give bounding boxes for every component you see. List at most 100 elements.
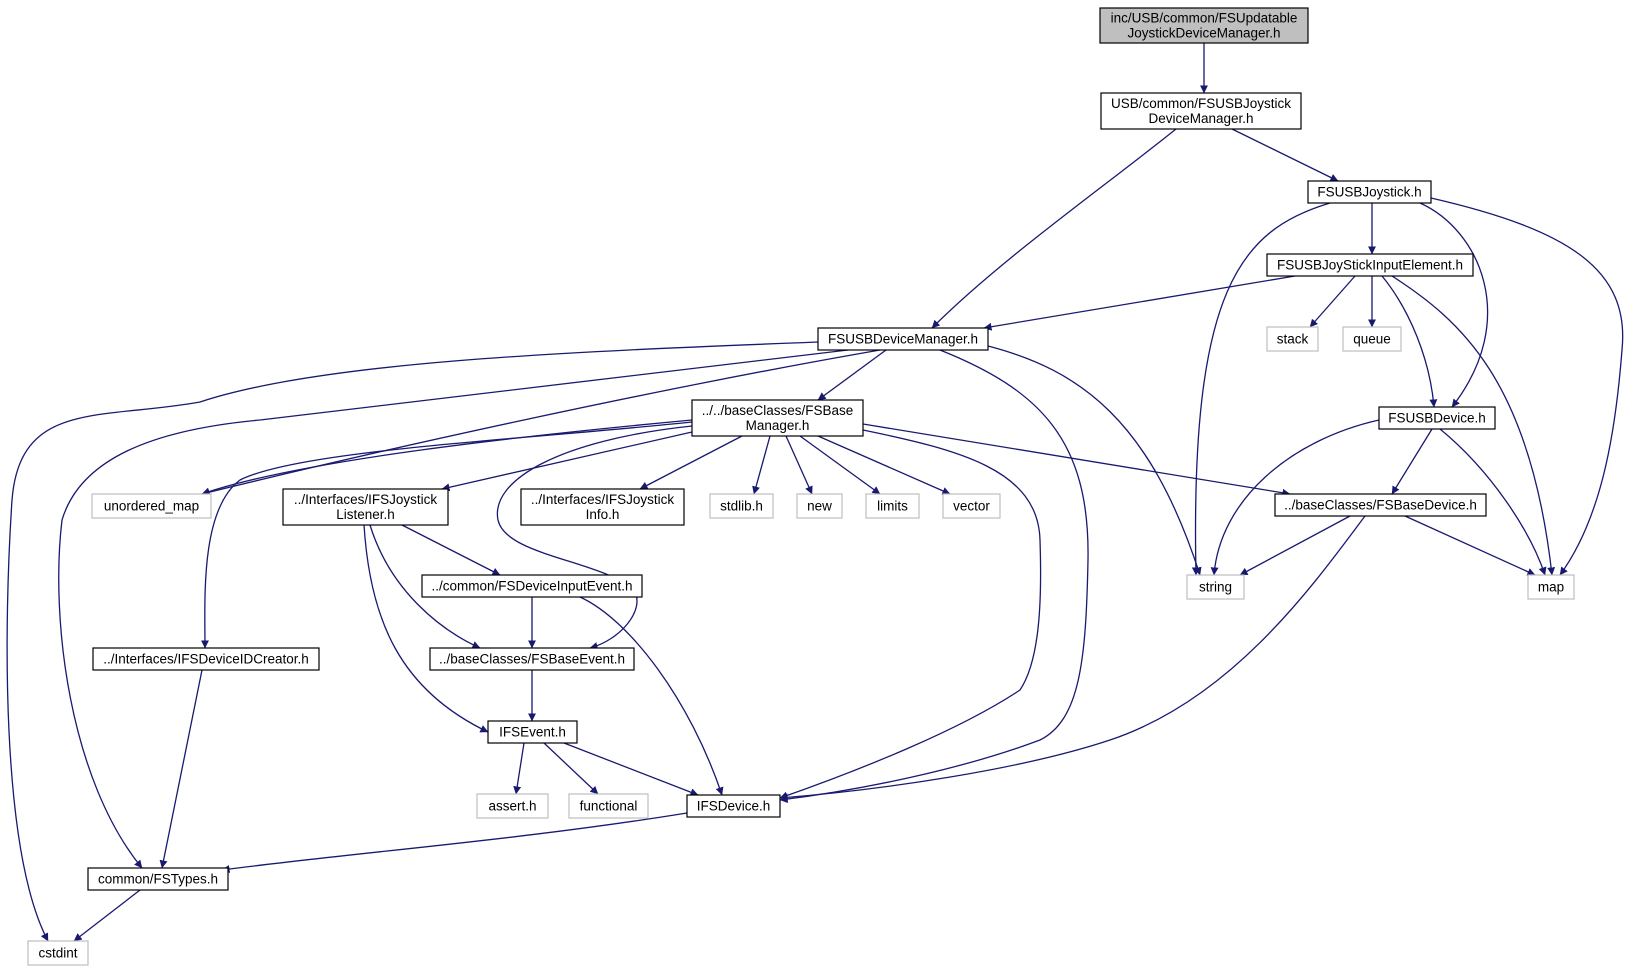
node-umap: unordered_map: [91, 493, 212, 519]
node-label-stdlib: stdlib.h: [720, 499, 763, 514]
node-label-iji-line-1: ../Interfaces/IFSJoystick: [531, 492, 675, 507]
node-box-fstypes: [87, 867, 229, 891]
node-label-basemgr-line-1: ../../baseClasses/FSBase: [702, 403, 854, 418]
node-ifsdevice[interactable]: IFSDevice.h: [686, 794, 781, 818]
node-label-vector: vector: [953, 499, 990, 514]
node-devin[interactable]: ../common/FSDeviceInputEvent.h: [421, 574, 643, 598]
node-label-basemgr-line-2: Manager.h: [746, 418, 810, 433]
edge-basedev-to-ifsdevice: [779, 515, 1366, 802]
node-box-usbdm: [817, 327, 989, 351]
node-box-basedev: [1274, 493, 1487, 517]
edge-idcreator-to-fstypes: [159, 669, 203, 869]
node-box-usbjie: [1266, 253, 1474, 277]
nodes-layer: inc/USB/common/FSUpdatableJoystickDevice…: [27, 7, 1575, 966]
node-cstdint: cstdint: [27, 940, 89, 966]
edge-basemgr-to-ijl: [441, 431, 693, 492]
node-label-root-line-2: JoystickDeviceManager.h: [1127, 26, 1280, 41]
node-map: map: [1527, 574, 1575, 600]
node-box-root: [1099, 7, 1309, 44]
edge-basemgr-to-iji: [639, 435, 743, 490]
node-label-usbjdm-line-2: DeviceManager.h: [1148, 111, 1253, 126]
node-box-stdlib: [709, 493, 774, 519]
node-usbjoy[interactable]: FSUSBJoystick.h: [1307, 180, 1432, 204]
node-box-basemgr: [691, 399, 864, 437]
edge-basemgr-to-limits: [799, 435, 881, 495]
node-box-functional: [568, 793, 649, 819]
edge-usbdev-to-map: [1439, 428, 1547, 576]
edge-usbjie-to-stack: [1309, 275, 1356, 328]
node-box-devin: [421, 574, 643, 598]
edge-usbdm-to-ifsdevice: [779, 349, 1089, 804]
node-box-new: [796, 493, 843, 519]
node-label-assert: assert.h: [488, 799, 536, 814]
node-box-usbdev: [1378, 406, 1496, 430]
node-basedev[interactable]: ../baseClasses/FSBaseDevice.h: [1274, 493, 1487, 517]
edge-usbjoy-to-string: [1191, 202, 1331, 576]
node-label-usbdm: FSUSBDeviceManager.h: [828, 332, 978, 347]
node-label-idcreator: ../Interfaces/IFSDeviceIDCreator.h: [103, 652, 309, 667]
edge-usbdev-to-basedev: [1391, 428, 1433, 495]
node-label-fstypes: common/FSTypes.h: [98, 872, 218, 887]
edge-devin-to-ifsdevice: [579, 596, 724, 796]
node-box-vector: [942, 493, 1001, 519]
node-usbdm[interactable]: FSUSBDeviceManager.h: [817, 327, 989, 351]
edge-usbjdm-to-usbdm: [931, 128, 1177, 329]
node-label-umap: unordered_map: [104, 499, 199, 514]
node-baseevt[interactable]: ../baseClasses/FSBaseEvent.h: [429, 647, 635, 671]
node-label-usbjoy: FSUSBJoystick.h: [1317, 185, 1421, 200]
edge-usbjdm-to-usbjoy: [1231, 128, 1339, 182]
edge-usbjie-to-usbdm: [983, 275, 1296, 331]
node-new: new: [796, 493, 843, 519]
edge-basemgr-to-new: [785, 435, 813, 495]
node-label-stack: stack: [1277, 332, 1309, 347]
node-ifsevent[interactable]: IFSEvent.h: [487, 720, 578, 744]
edge-basemgr-to-basedev: [862, 423, 1291, 497]
edge-ifsevent-to-functional: [543, 742, 599, 795]
node-label-iji-line-2: Info.h: [586, 507, 620, 522]
edge-usbdev-to-string: [1210, 419, 1380, 576]
edge-usbjie-to-map: [1391, 275, 1556, 576]
node-label-queue: queue: [1353, 332, 1391, 347]
edge-ijl-to-ifsevent: [363, 524, 489, 733]
node-label-functional: functional: [580, 799, 638, 814]
node-label-ijl-line-2: Listener.h: [336, 507, 395, 522]
node-label-cstdint: cstdint: [38, 946, 77, 961]
edge-ifsevent-to-ifsdevice: [563, 742, 699, 796]
node-fstypes[interactable]: common/FSTypes.h: [87, 867, 229, 891]
node-usbjie[interactable]: FSUSBJoyStickInputElement.h: [1266, 253, 1474, 277]
edge-basedev-to-string: [1239, 515, 1351, 576]
node-label-usbjdm-line-1: USB/common/FSUSBJoystick: [1111, 96, 1291, 111]
node-label-string: string: [1199, 580, 1232, 595]
edge-basemgr-to-ifsdevice: [779, 429, 1042, 800]
node-box-ifsdevice: [686, 794, 781, 818]
node-label-ijl-line-1: ../Interfaces/IFSJoystick: [294, 492, 438, 507]
node-box-assert: [476, 793, 549, 819]
node-box-limits: [865, 493, 920, 519]
node-string: string: [1186, 574, 1245, 600]
node-vector: vector: [942, 493, 1001, 519]
node-box-usbjdm: [1100, 92, 1302, 130]
node-idcreator[interactable]: ../Interfaces/IFSDeviceIDCreator.h: [92, 647, 320, 671]
edge-usbdm-to-umap: [201, 349, 881, 497]
edge-fstypes-to-cstdint: [73, 889, 141, 942]
node-usbdev[interactable]: FSUSBDevice.h: [1378, 406, 1496, 430]
node-assert: assert.h: [476, 793, 549, 819]
node-label-ifsevent: IFSEvent.h: [499, 725, 566, 740]
node-label-new: new: [807, 499, 832, 514]
edge-basemgr-to-vector: [817, 435, 951, 495]
edges-layer: [6, 43, 1624, 942]
node-stdlib: stdlib.h: [709, 493, 774, 519]
edge-basemgr-to-idcreator: [200, 421, 693, 649]
node-box-iji: [520, 488, 685, 526]
node-box-usbjoy: [1307, 180, 1432, 204]
edge-basemgr-to-baseevt: [496, 425, 693, 650]
node-label-map: map: [1538, 580, 1564, 595]
edge-ijl-to-devin: [401, 524, 501, 576]
node-queue: queue: [1342, 326, 1402, 352]
edge-usbjoy-to-usbdev: [1419, 202, 1489, 408]
